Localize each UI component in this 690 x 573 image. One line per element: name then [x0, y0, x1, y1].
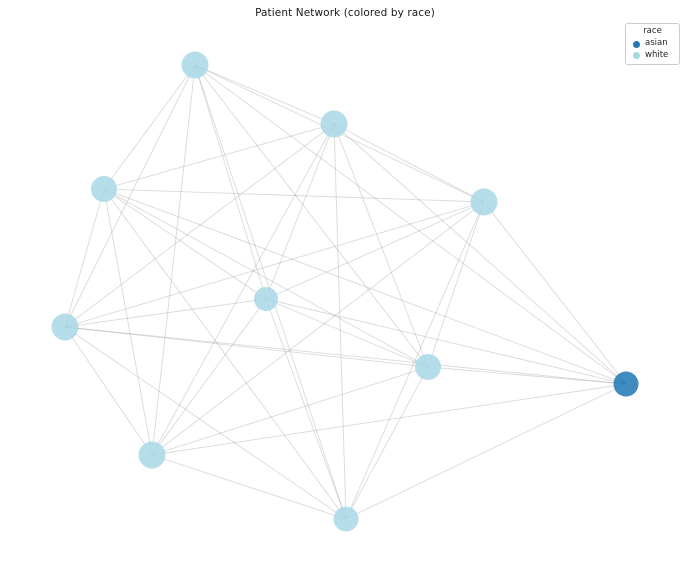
graph-edge — [333, 123, 485, 203]
graph-node — [91, 176, 117, 202]
legend-title: race — [643, 26, 662, 36]
graph-edge — [333, 123, 627, 385]
graph-edge — [64, 188, 105, 328]
graph-edge — [427, 366, 627, 385]
graph-node — [254, 287, 278, 311]
graph-edge — [427, 201, 485, 368]
graph-edge — [64, 326, 429, 368]
graph-edge — [265, 123, 335, 300]
graph-edge — [103, 123, 335, 190]
legend-marker-icon — [633, 52, 640, 60]
graph-edge — [103, 188, 627, 385]
graph-edge — [103, 188, 485, 203]
graph-edge — [194, 64, 627, 385]
graph-edge — [64, 298, 267, 328]
graph-edge — [64, 326, 627, 385]
graph-edge — [194, 64, 335, 125]
graph-edge — [265, 298, 627, 385]
graph-node — [415, 354, 441, 380]
graph-edge — [151, 298, 267, 456]
graph-edge — [151, 366, 429, 456]
graph-edge — [333, 123, 347, 520]
graph-node — [470, 188, 498, 216]
graph-edge — [345, 383, 627, 520]
graph-node — [320, 110, 348, 138]
graph-edge — [194, 64, 267, 300]
graph-edge — [151, 383, 627, 456]
graph-edge — [345, 366, 429, 520]
graph-edge — [151, 201, 485, 456]
graph-edge — [333, 123, 429, 368]
graph-edge — [103, 188, 347, 520]
graph-edge — [345, 201, 485, 520]
graph-edge — [265, 201, 485, 300]
graph-edge — [103, 188, 267, 300]
graph-edge — [194, 64, 429, 368]
graph-node — [138, 441, 166, 469]
graph-edge — [103, 188, 429, 368]
legend-entry: asian — [630, 38, 675, 49]
graph-edge — [151, 454, 347, 520]
graph-edge — [265, 298, 347, 520]
graph-node — [51, 313, 79, 341]
graph-node — [181, 51, 209, 79]
graph-edge — [103, 188, 153, 456]
graph-edge — [483, 201, 627, 385]
graph-edge — [64, 201, 485, 328]
graph-node — [613, 371, 639, 397]
graph-edge — [151, 64, 196, 456]
graph-edge — [64, 326, 153, 456]
graph-edge — [64, 326, 347, 520]
graph-edge — [103, 64, 196, 190]
graph-edge — [265, 298, 429, 368]
chart-title: Patient Network (colored by race) — [255, 7, 435, 19]
graph-edge — [64, 123, 335, 328]
legend-marker-icon — [633, 40, 640, 48]
legend-entry: white — [630, 50, 675, 61]
graph-edge — [64, 64, 196, 328]
graph-node — [333, 506, 359, 532]
legend-label: asian — [645, 38, 668, 49]
legend-label: white — [645, 49, 669, 60]
graph-edge — [151, 123, 335, 456]
